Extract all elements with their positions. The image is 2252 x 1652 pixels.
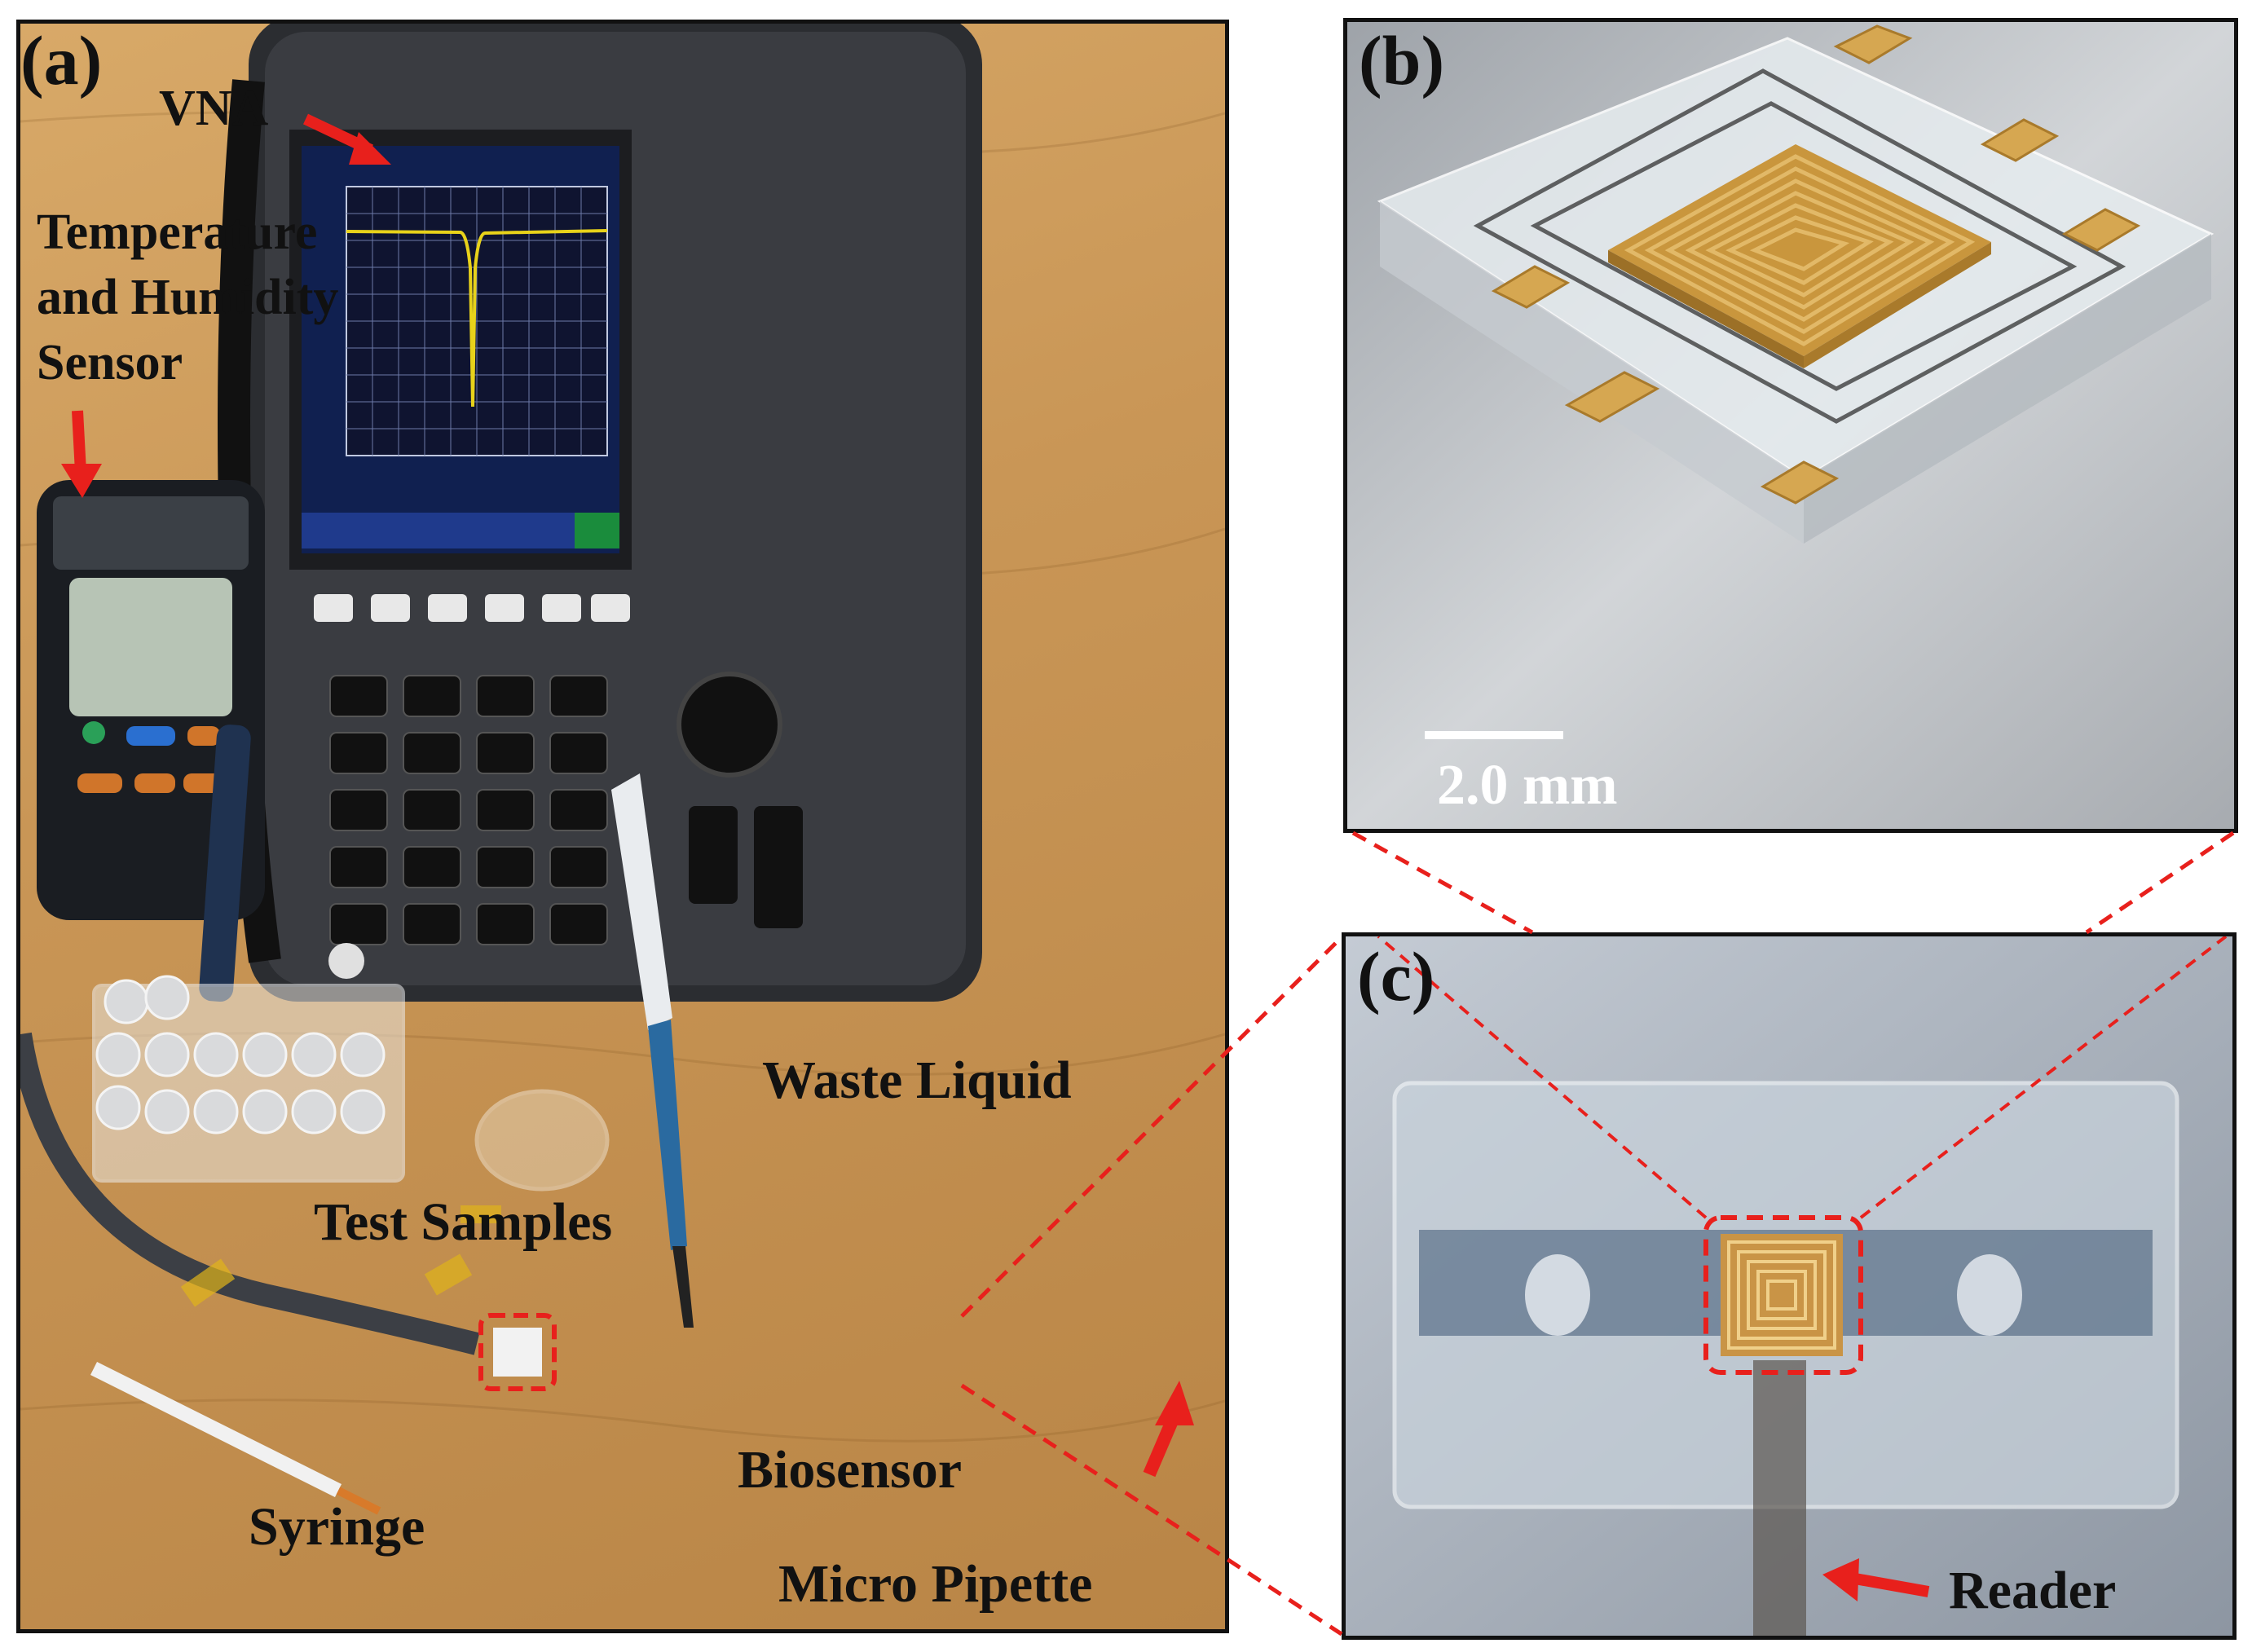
rf-cable xyxy=(20,1032,480,1355)
temp-label-line1: Temperature xyxy=(37,205,318,260)
biosensor-chip xyxy=(493,1328,542,1377)
biosensor-callout-box xyxy=(478,1313,557,1391)
reader-arrow xyxy=(1822,1558,1930,1601)
scale-bar xyxy=(1425,731,1563,739)
panel-c-label: (c) xyxy=(1357,937,1435,1015)
temp-label-line2: and Humidity xyxy=(37,270,339,325)
gold-pads xyxy=(1491,24,2141,504)
vna-device xyxy=(249,24,982,1002)
biosensor-chip-photo xyxy=(1721,1234,1843,1356)
biosensor-label: Biosensor xyxy=(738,1440,963,1500)
vna-arrow xyxy=(302,113,391,165)
chip-callout-box xyxy=(1703,1215,1863,1375)
spiral-resonator xyxy=(1608,144,1991,368)
vna-label: VNA xyxy=(159,81,269,136)
micro-pipette-label: Micro Pipette xyxy=(778,1554,1093,1614)
scale-bar-label: 2.0 mm xyxy=(1437,754,1618,817)
panel-a-label: (a) xyxy=(20,21,103,99)
test-samples-label: Test Samples xyxy=(314,1192,613,1252)
waste-dish xyxy=(474,1089,610,1192)
syringe xyxy=(90,1361,381,1515)
panel-b-label: (b) xyxy=(1359,21,1445,99)
s11-trace xyxy=(346,229,608,407)
meter-arrow xyxy=(61,410,102,498)
panel-c-photo: (c) Reader xyxy=(1342,932,2237,1640)
rotary-knob xyxy=(676,672,782,778)
panel-c-scene xyxy=(1346,936,2232,1636)
micro-pipette xyxy=(611,773,694,1328)
panel-a-photo: (a) VNA Temperature and Humidity Sensor … xyxy=(16,20,1229,1633)
syringe-label: Syringe xyxy=(249,1497,425,1557)
panel-a-scene xyxy=(20,24,1225,1515)
sample-rack xyxy=(92,975,405,1183)
panel-b-scene xyxy=(1347,22,2234,829)
waste-liquid-label: Waste Liquid xyxy=(762,1051,1072,1110)
temp-label-line3: Sensor xyxy=(37,335,183,390)
pipette-arrow xyxy=(1143,1381,1194,1478)
reader-label: Reader xyxy=(1949,1561,2117,1620)
panel-b-render: (b) 2.0 mm xyxy=(1343,18,2238,833)
power-button xyxy=(328,943,364,979)
